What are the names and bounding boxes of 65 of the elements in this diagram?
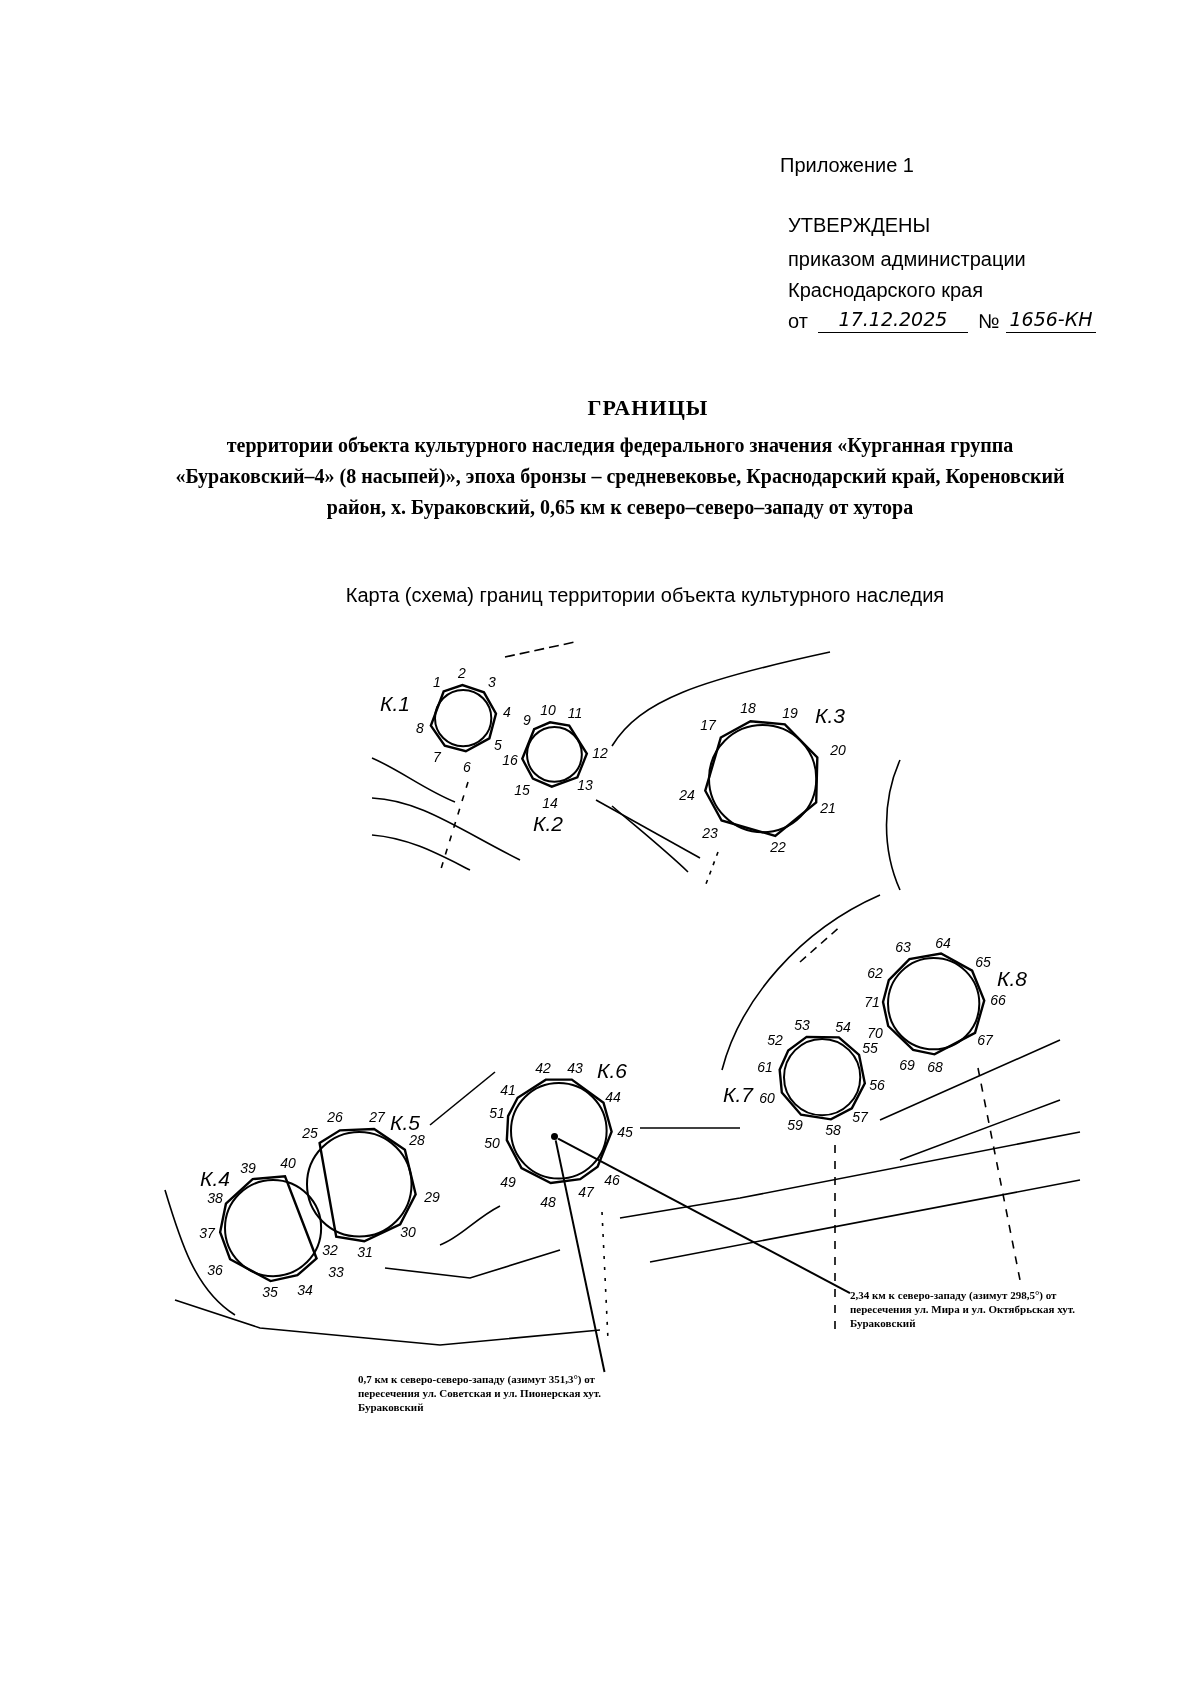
- mound-label: К.5: [390, 1111, 420, 1133]
- boundary-point-number: 28: [409, 1133, 425, 1147]
- boundary-point-number: 45: [617, 1125, 633, 1139]
- boundary-point-number: 9: [523, 713, 531, 727]
- boundary-point-number: 32: [322, 1243, 338, 1257]
- boundary-point-number: 29: [424, 1190, 440, 1204]
- boundary-point-number: 55: [862, 1041, 878, 1055]
- boundary-point-number: 25: [302, 1126, 318, 1140]
- boundary-point-number: 44: [605, 1090, 621, 1104]
- leader-line: [554, 1139, 606, 1373]
- leader-line: [557, 1137, 851, 1295]
- mound-label: К.3: [815, 704, 845, 726]
- document-subtitle: территории объекта культурного наследия федерального значения «Курганная группа «Бураковский–4» (8 насыпей)», эпоха бронзы – средневековье, Краснодарский край, Кореновский район, х. Бураковский, 0,65 км к северо–северо–западу от хутора: [174, 433, 1066, 521]
- boundary-point-number: 49: [500, 1175, 516, 1189]
- boundary-point-number: 42: [535, 1061, 551, 1075]
- boundary-point-number: 54: [835, 1020, 851, 1034]
- header-text: Краснодарского края: [788, 278, 983, 303]
- boundary-point-number: 69: [899, 1058, 915, 1072]
- boundary-point-number: 40: [280, 1156, 296, 1170]
- boundary-point-number: 23: [702, 826, 718, 840]
- mound-label: К.4: [200, 1167, 230, 1189]
- boundary-point-number: 3: [488, 675, 496, 689]
- mound-label: К.2: [533, 812, 563, 834]
- header-text: №: [978, 309, 1000, 334]
- boundary-point-number: 15: [514, 783, 530, 797]
- boundary-point-number: 5: [494, 738, 502, 752]
- boundary-point-number: 56: [869, 1078, 885, 1092]
- header-text: приказом администрации: [788, 247, 1026, 272]
- distance-note: 0,7 км к северо-северо-западу (азимут 351,3°) от пересечения ул. Советская и ул. Пионерская хут. Бураковский: [358, 1372, 602, 1414]
- mound-label: К.7: [723, 1083, 753, 1105]
- boundary-point-number: 17: [700, 718, 716, 732]
- boundary-point-number: 38: [207, 1191, 223, 1205]
- boundary-point-number: 41: [500, 1083, 516, 1097]
- boundary-point-number: 31: [357, 1245, 373, 1259]
- boundary-point-number: 36: [207, 1263, 223, 1277]
- header-text: Приложение 1: [780, 153, 914, 178]
- handwritten-entry: 1656-КН: [1006, 306, 1096, 333]
- center-point-marker: [551, 1133, 559, 1141]
- header-text: УТВЕРЖДЕНЫ: [788, 213, 931, 238]
- boundary-point-number: 4: [503, 705, 511, 719]
- boundary-point-number: 43: [567, 1061, 583, 1075]
- boundary-point-number: 52: [767, 1033, 783, 1047]
- boundary-point-number: 57: [852, 1110, 868, 1124]
- boundary-point-number: 51: [489, 1106, 505, 1120]
- boundary-point-number: 70: [867, 1026, 883, 1040]
- boundary-point-number: 1: [433, 675, 441, 689]
- boundary-point-number: 50: [484, 1136, 500, 1150]
- boundary-point-number: 46: [604, 1173, 620, 1187]
- map-caption: Карта (схема) границ территории объекта культурного наследия: [344, 583, 946, 608]
- mound-label: К.6: [597, 1059, 627, 1081]
- boundary-point-number: 13: [577, 778, 593, 792]
- boundary-point-number: 16: [502, 753, 518, 767]
- header-text: от: [788, 309, 808, 334]
- boundary-point-number: 30: [400, 1225, 416, 1239]
- boundary-point-number: 48: [540, 1195, 556, 1209]
- boundary-point-number: 33: [328, 1265, 344, 1279]
- boundary-point-number: 67: [977, 1033, 993, 1047]
- boundary-point-number: 71: [864, 995, 880, 1009]
- mound-label: К.8: [997, 967, 1027, 989]
- distance-note: 2,34 км к северо-западу (азимут 298,5°) от пересечения ул. Мира и ул. Октябрьская хут. Бураковский: [850, 1288, 1077, 1330]
- document-title: ГРАНИЦЫ: [586, 394, 710, 422]
- handwritten-entry: 17.12.2025: [818, 306, 968, 333]
- boundary-point-number: 47: [578, 1185, 594, 1199]
- boundary-point-number: 65: [975, 955, 991, 969]
- mound-label: К.1: [380, 692, 410, 714]
